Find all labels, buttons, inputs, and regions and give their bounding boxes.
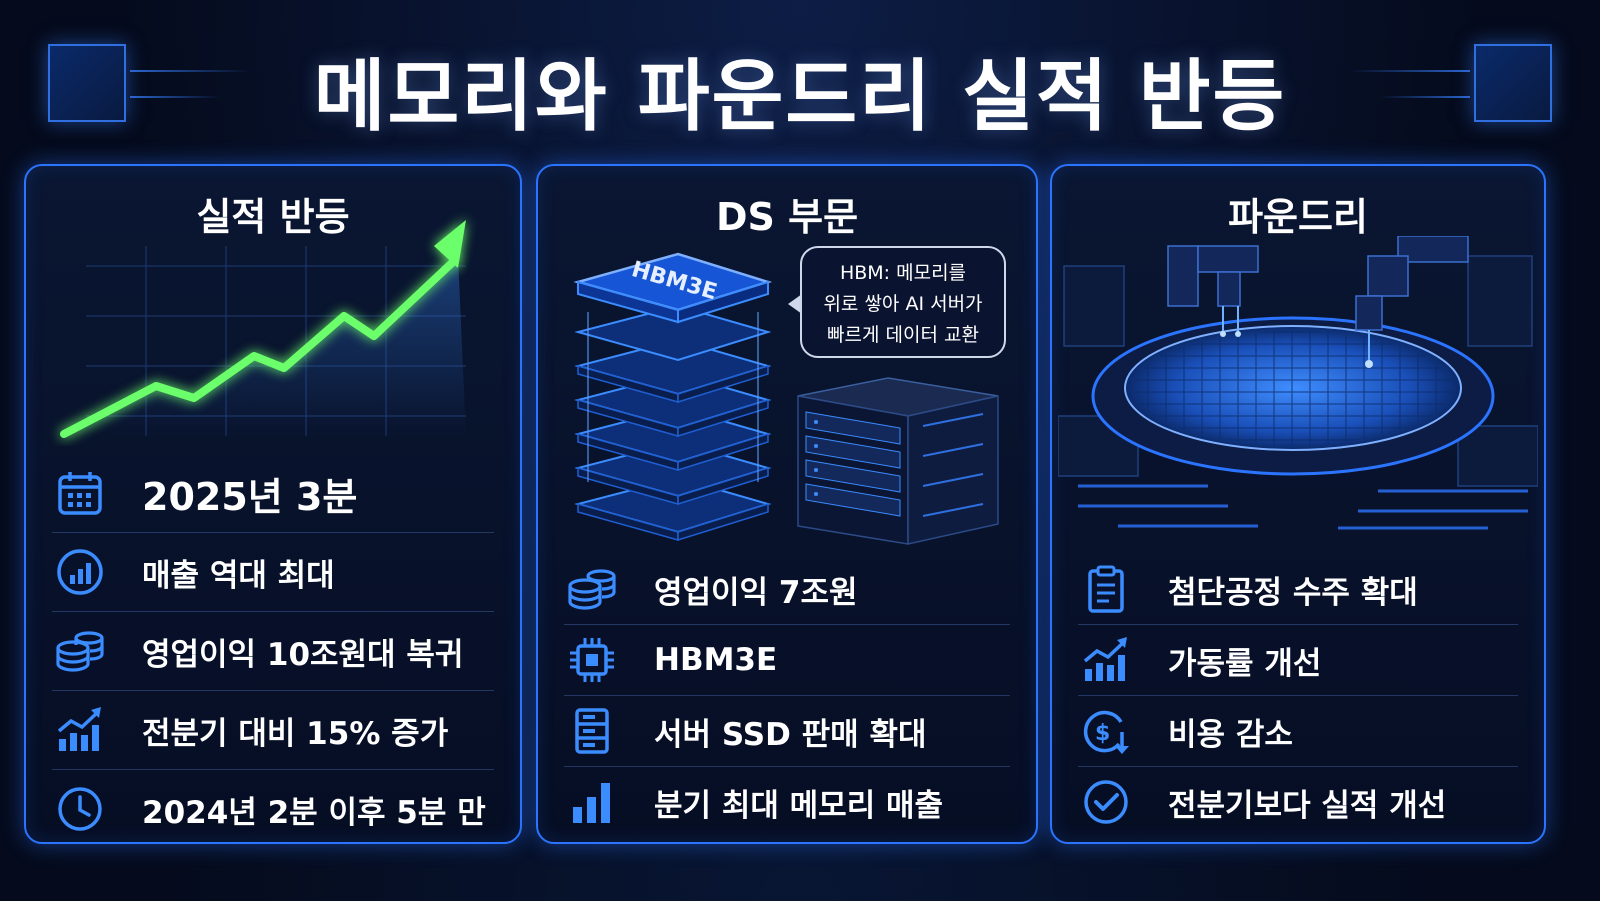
wafer-fab-illustration [1058, 236, 1538, 530]
item-text: 분기 최대 메모리 매출 [654, 787, 944, 824]
item-text: 비용 감소 [1168, 716, 1293, 753]
bar-chart-circle-icon [52, 544, 108, 600]
list-item: 전분기 대비 15% 증가 [52, 691, 494, 770]
calendar-icon [52, 465, 108, 521]
chip-icon [564, 632, 620, 688]
panel-ds-division: DS 부문 HBM3E [536, 164, 1038, 844]
list-item: 분기 최대 메모리 매출 [564, 767, 1010, 837]
foundry-list: 첨단공정 수주 확대 가동률 개선 $ 비용 감소 전분기보다 실적 개선 [1078, 554, 1518, 837]
bar-chart-icon [564, 774, 620, 830]
bubble-line: HBM: 메모리를 [839, 262, 967, 284]
list-item: 전분기보다 실적 개선 [1078, 767, 1518, 837]
check-circle-icon [1078, 774, 1134, 830]
ds-list: 영업이익 7조원 HBM3E 서버 SSD 판매 확대 분기 최대 메모리 매출 [564, 554, 1010, 837]
panel-title: 실적 반등 [196, 195, 350, 239]
hbm-stack-illustration: HBM3E [573, 252, 773, 542]
list-item: 가동률 개선 [1078, 625, 1518, 696]
item-text: 영업이익 7조원 [654, 574, 858, 611]
growth-chart-icon [52, 702, 108, 758]
chip-decoration-right [1474, 44, 1552, 122]
item-text: 2025년 3분 [142, 474, 358, 519]
clock-icon [52, 781, 108, 837]
earnings-list: 2025년 3분 매출 역대 최대 영업이익 10조원대 복귀 전분기 대비 1… [52, 454, 494, 842]
list-item: 2025년 3분 [52, 454, 494, 533]
list-item: 서버 SSD 판매 확대 [564, 696, 1010, 767]
item-text: HBM3E [654, 642, 778, 678]
page-title: 메모리와 파운드리 실적 반등 [313, 52, 1287, 142]
growth-chart-icon [1078, 632, 1134, 688]
panel-title: 파운드리 [1228, 195, 1368, 239]
bubble-line: 위로 쌓아 AI 서버가 [823, 293, 983, 315]
svg-text:$: $ [1095, 721, 1110, 746]
circuit-trace [130, 70, 250, 72]
coins-icon [52, 623, 108, 679]
coins-icon [564, 561, 620, 617]
clipboard-icon [1078, 561, 1134, 617]
list-item: $ 비용 감소 [1078, 696, 1518, 767]
dollar-down-icon: $ [1078, 703, 1134, 759]
list-item: HBM3E [564, 625, 1010, 696]
item-text: 전분기보다 실적 개선 [1168, 787, 1447, 824]
list-item: 매출 역대 최대 [52, 533, 494, 612]
item-text: 첨단공정 수주 확대 [1168, 574, 1418, 611]
item-text: 2024년 2분 이후 5분 만 [142, 794, 486, 831]
item-text: 가동률 개선 [1168, 645, 1322, 682]
list-item: 첨단공정 수주 확대 [1078, 554, 1518, 625]
item-text: 영업이익 10조원대 복귀 [142, 636, 464, 673]
item-text: 전분기 대비 15% 증가 [142, 715, 449, 752]
panel-foundry: 파운드리 [1050, 164, 1546, 844]
item-text: 매출 역대 최대 [142, 557, 335, 594]
list-item: 영업이익 7조원 [564, 554, 1010, 625]
server-rack-illustration [797, 377, 999, 545]
panel-title: DS 부문 [715, 195, 859, 239]
hbm-explanation-bubble: HBM: 메모리를 위로 쌓아 AI 서버가 빠르게 데이터 교환 [788, 246, 1006, 358]
list-item: 영업이익 10조원대 복귀 [52, 612, 494, 691]
item-text: 서버 SSD 판매 확대 [654, 716, 927, 753]
bubble-line: 빠르게 데이터 교환 [827, 324, 979, 346]
growth-arrow-illustration [60, 220, 466, 438]
list-item: 2024년 2분 이후 5분 만 [52, 770, 494, 842]
circuit-trace [130, 96, 220, 98]
server-icon [564, 703, 620, 759]
chip-decoration-left [48, 44, 126, 122]
panel-earnings-rebound: 실적 반등 2025년 3분 매출 역대 최대 [24, 164, 522, 844]
